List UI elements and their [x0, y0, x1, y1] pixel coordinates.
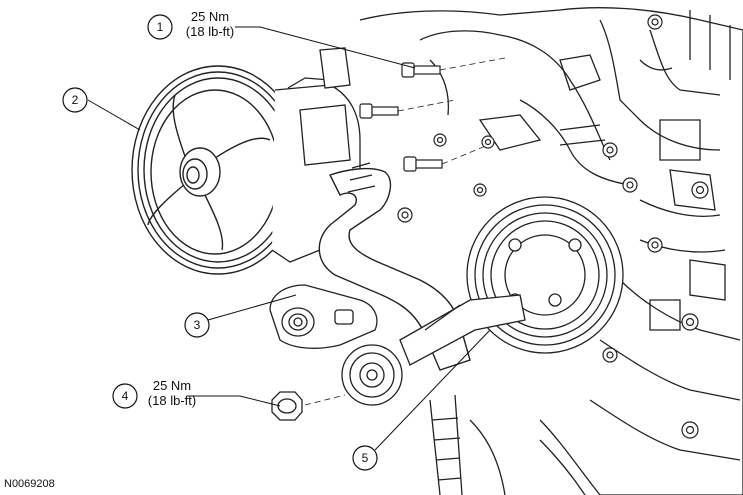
crankshaft-pulley: [466, 196, 624, 354]
idler-pulley: [341, 344, 403, 406]
callout-4: 4 25 Nm (18 lb-ft): [112, 378, 196, 409]
exploded-bolts: [359, 62, 443, 172]
svg-text:5: 5: [362, 451, 369, 465]
engine-bolts: [397, 14, 709, 439]
leader-lines: [87, 26, 491, 451]
hose-bracket: [399, 294, 526, 495]
callout-5: 5: [352, 445, 378, 471]
figure-code: N0069208: [4, 478, 55, 490]
torque-value-lbft: (18 lb-ft): [148, 393, 196, 408]
callout-1: 1 25 Nm (18 lb-ft): [147, 9, 234, 40]
callout-2: 2: [62, 87, 88, 113]
svg-text:1: 1: [157, 20, 164, 34]
svg-text:4: 4: [122, 389, 129, 403]
svg-text:2: 2: [72, 93, 79, 107]
bolt-centerlines: [304, 57, 506, 406]
svg-text:3: 3: [194, 318, 201, 332]
bolt-item-4: [271, 391, 303, 421]
torque-value-nm: 25 Nm: [153, 378, 191, 393]
callout-3: 3: [184, 312, 210, 338]
torque-value-lbft: (18 lb-ft): [186, 24, 234, 39]
engine-block-drawing: [359, 7, 743, 495]
belt-tensioner: [269, 284, 378, 349]
torque-value-nm: 25 Nm: [191, 9, 229, 24]
